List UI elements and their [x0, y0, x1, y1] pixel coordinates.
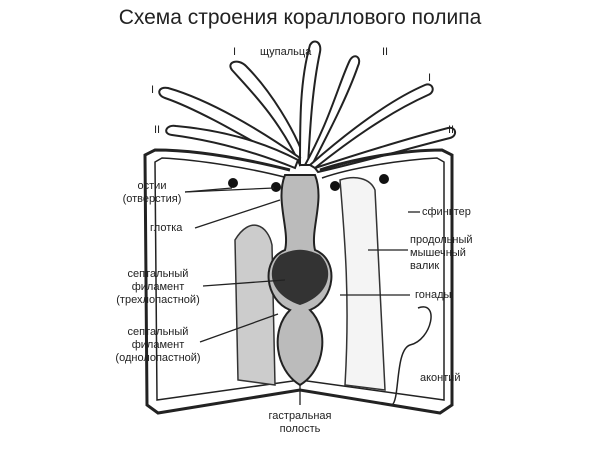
label-tentacle-type-2: II — [448, 124, 455, 136]
label-tentacle-type-2: II — [382, 46, 389, 58]
ostia — [228, 174, 389, 192]
label-gonads: гонады — [415, 289, 452, 301]
page-title: Схема строения кораллового полипа — [118, 6, 482, 29]
label-ostia-line1: остии — [137, 180, 167, 192]
label-sphincter: сфинктер — [422, 206, 471, 218]
label-line: полость — [279, 423, 321, 435]
muscle-ridge — [339, 177, 386, 391]
label-line: мышечный — [410, 247, 466, 259]
label-line: филамент — [131, 281, 185, 293]
label-tentacles: щупальца — [260, 46, 312, 58]
label-tentacle-type-1: I — [233, 46, 237, 58]
label-line: филамент — [131, 339, 185, 351]
label-line: валик — [410, 260, 440, 272]
mesentery — [234, 224, 276, 386]
label-line: гастральная — [268, 410, 332, 422]
label-tentacle-type-1: I — [428, 72, 432, 84]
label-ostia-line2: (отверстия) — [122, 193, 182, 205]
label-pharynx: глотка — [150, 222, 183, 234]
label-acontium: аконтий — [420, 372, 461, 384]
label-line: септальный — [127, 326, 189, 338]
label-line: септальный — [127, 268, 189, 280]
label-line: (трехлопастной) — [116, 294, 200, 306]
acontium-thread — [391, 306, 432, 406]
filament-lobe — [271, 249, 329, 305]
label-ostia: остии(отверстия) — [118, 180, 186, 206]
label-line: продольный — [410, 234, 473, 246]
label-tentacle-type-1: I — [151, 84, 155, 96]
label-line: (однолопастной) — [115, 352, 201, 364]
leader-lines — [184, 187, 420, 405]
label-tentacle-type-2: II — [154, 124, 161, 136]
